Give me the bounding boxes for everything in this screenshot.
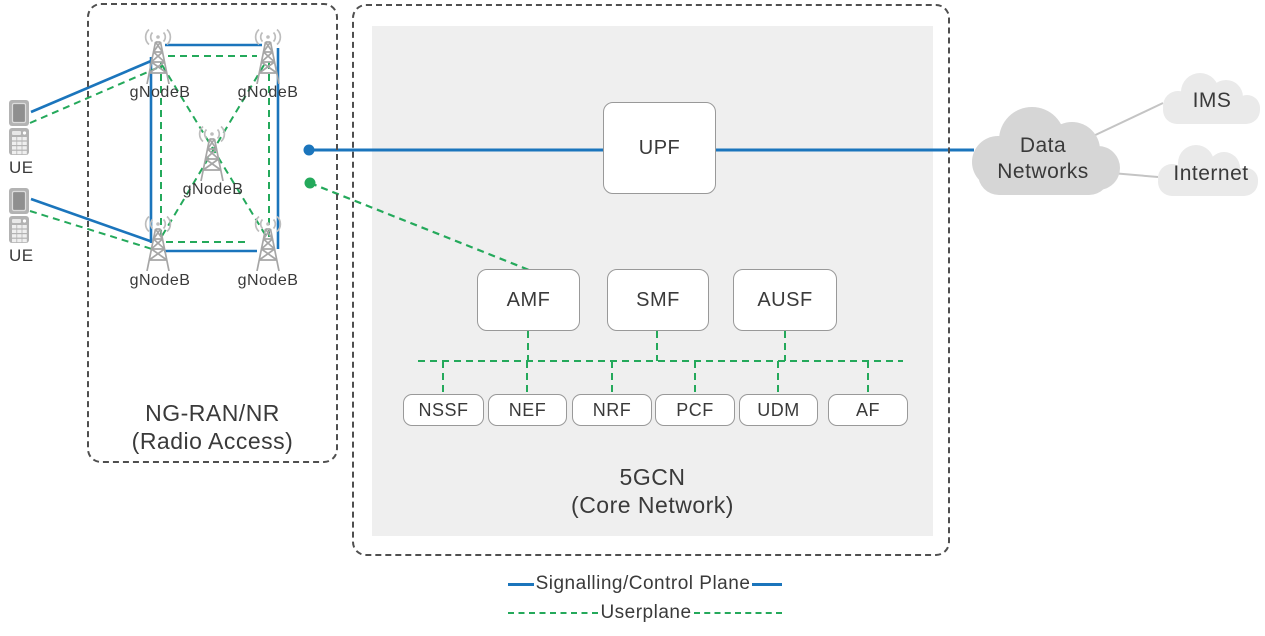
core-title-line2: (Core Network) bbox=[571, 492, 734, 518]
nssf-node: NSSF bbox=[403, 394, 484, 426]
user-plane-main-line bbox=[304, 177, 530, 272]
ue-label: UE bbox=[9, 158, 34, 177]
upf-node: UPF bbox=[603, 102, 716, 194]
legend-user-plane: Userplane bbox=[330, 600, 960, 626]
ims-cloud bbox=[1163, 73, 1260, 124]
nef-node: NEF bbox=[488, 394, 567, 426]
ran-title-line1: NG-RAN/NR bbox=[145, 400, 280, 426]
core-network-region bbox=[352, 4, 950, 556]
ng-ran-region bbox=[87, 3, 338, 463]
udm-node: UDM bbox=[739, 394, 818, 426]
data-networks-label-line2: Networks bbox=[997, 160, 1089, 183]
internet-label: Internet bbox=[1173, 162, 1249, 185]
user-plane-legend-label: Userplane bbox=[600, 602, 692, 623]
user-plane-line-sample bbox=[693, 612, 782, 614]
ran-title-line2: (Radio Access) bbox=[131, 428, 294, 454]
pcf-node: PCF bbox=[655, 394, 735, 426]
legend: Signalling/Control Plane Userplane bbox=[330, 571, 960, 626]
ran-region-title: NG-RAN/NR (Radio Access) bbox=[87, 399, 338, 455]
core-region-title: 5GCN (Core Network) bbox=[372, 463, 933, 519]
data-networks-label-line1: Data bbox=[1019, 134, 1067, 157]
legend-control-plane: Signalling/Control Plane bbox=[330, 571, 960, 597]
core-title-line1: 5GCN bbox=[619, 464, 686, 490]
ausf-node: AUSF bbox=[733, 269, 837, 331]
nrf-node: NRF bbox=[572, 394, 652, 426]
ue-phone-icon bbox=[8, 188, 30, 243]
user-plane-endpoint-dot bbox=[304, 177, 316, 189]
smf-node: SMF bbox=[607, 269, 709, 331]
core-service-bus bbox=[418, 331, 903, 394]
user-plane-line-sample bbox=[508, 612, 599, 614]
control-plane-line-sample bbox=[752, 582, 783, 586]
data-networks-label: Data Networks bbox=[963, 133, 1123, 185]
ue-label: UE bbox=[9, 246, 34, 265]
amf-node: AMF bbox=[477, 269, 580, 331]
gnodeb-label: gNodeB bbox=[237, 272, 299, 289]
gnodeb-label: gNodeB bbox=[129, 84, 191, 101]
gnodeb-label: gNodeB bbox=[129, 272, 191, 289]
control-plane-endpoint-dot bbox=[303, 144, 315, 156]
data-networks-cloud bbox=[972, 107, 1120, 195]
af-node: AF bbox=[828, 394, 908, 426]
control-plane-line-sample bbox=[507, 582, 534, 586]
internet-cloud bbox=[1158, 145, 1258, 196]
gnodeb-label: gNodeB bbox=[182, 181, 244, 198]
control-plane-legend-label: Signalling/Control Plane bbox=[535, 573, 751, 594]
ims-label: IMS bbox=[1192, 89, 1232, 112]
gnodeb-label: gNodeB bbox=[237, 84, 299, 101]
ue-phone-icon bbox=[8, 100, 30, 155]
